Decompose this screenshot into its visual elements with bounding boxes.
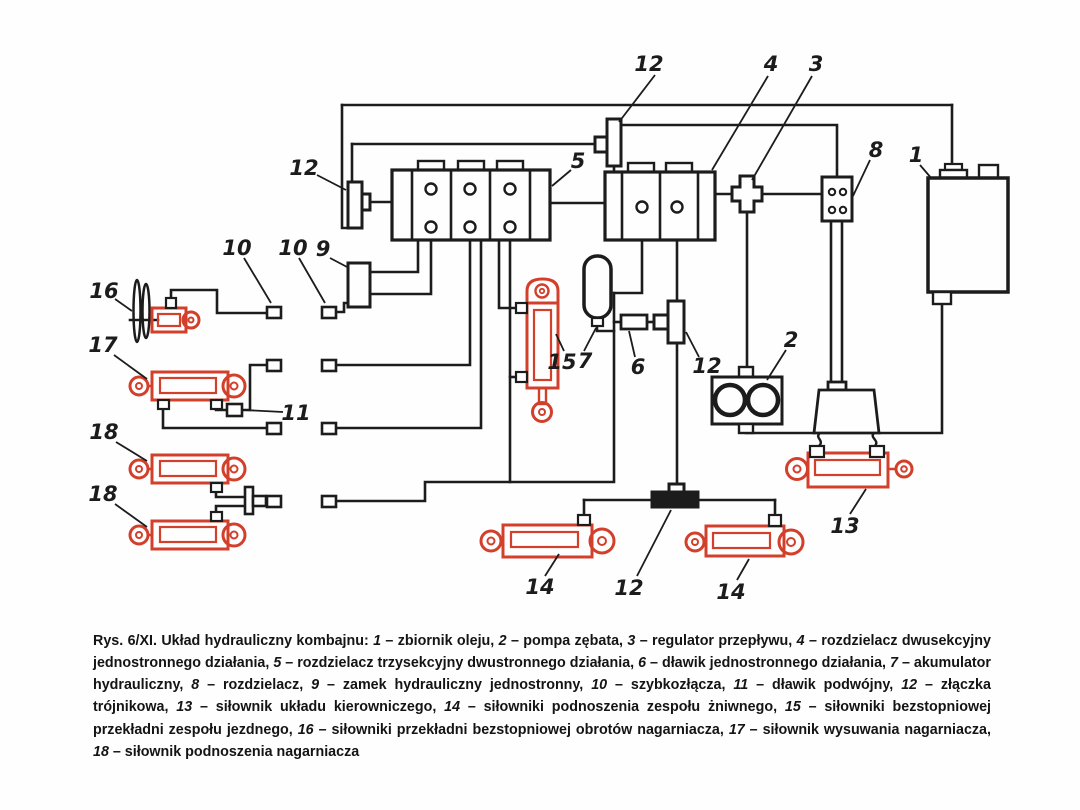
caption-item-number: 15 bbox=[784, 699, 801, 716]
cylinder-14-header-left bbox=[479, 523, 616, 559]
callout-leaders bbox=[113, 74, 933, 581]
caption-item-number: 3 bbox=[627, 633, 636, 649]
throttle-single bbox=[619, 313, 649, 331]
callout-3: 3 bbox=[809, 52, 824, 76]
cylinder-13-port-right bbox=[868, 444, 886, 459]
caption-item-number: 18 bbox=[93, 743, 109, 760]
callout-17: 17 bbox=[88, 333, 118, 357]
caption-item-number: 13 bbox=[176, 699, 193, 716]
cylinder-15-port-top bbox=[514, 301, 529, 315]
throttle-double bbox=[225, 402, 244, 418]
hydraulic-accumulator bbox=[582, 254, 613, 328]
cylinder-17-port-left bbox=[156, 398, 171, 411]
callout-12-bottom: 12 bbox=[614, 576, 643, 600]
quick-couplers bbox=[265, 305, 338, 509]
cylinder-16-port bbox=[164, 296, 178, 310]
caption-item-number: 5 bbox=[273, 655, 282, 672]
figure-caption: Rys. 6/XI. Układ hydrauliczny kombajnu: … bbox=[93, 630, 991, 763]
caption-item-number: 2 bbox=[498, 633, 507, 649]
reel-drive-pulley bbox=[132, 278, 151, 344]
caption-item-number: 10 bbox=[591, 677, 608, 694]
callout-1: 1 bbox=[909, 143, 924, 167]
cylinder-15-port-bottom bbox=[514, 370, 529, 384]
caption-item-number: 7 bbox=[890, 655, 898, 672]
steering-valve-block bbox=[812, 380, 881, 435]
callout-11: 11 bbox=[281, 401, 310, 425]
tee-fitting-bottom bbox=[650, 482, 700, 509]
caption-item-number: 4 bbox=[796, 633, 805, 649]
tee-fitting-mid bbox=[652, 299, 686, 345]
callout-14-right: 14 bbox=[716, 580, 745, 604]
cylinder-14-header-right bbox=[684, 524, 805, 558]
cylinder-18-reel-lift-b bbox=[128, 519, 247, 551]
callout-12-left: 12 bbox=[289, 156, 318, 180]
cylinder-18a-port bbox=[209, 481, 224, 494]
cylinder-18-reel-lift-a bbox=[128, 453, 247, 485]
callout-15: 15 bbox=[547, 350, 576, 374]
callout-9: 9 bbox=[316, 237, 331, 261]
callout-12-top: 12 bbox=[634, 52, 663, 76]
cylinder-16-reel-drive bbox=[150, 306, 201, 334]
callout-18-b: 18 bbox=[88, 482, 117, 506]
caption-prefix: Rys. 6/XI. bbox=[93, 633, 157, 649]
tee-fitting-left bbox=[346, 180, 372, 230]
distributor-box bbox=[820, 175, 854, 223]
caption-item-number: 8 bbox=[191, 677, 200, 694]
caption-item-number: 12 bbox=[901, 677, 918, 694]
gear-pump bbox=[710, 365, 784, 435]
distributor-two-section bbox=[603, 161, 717, 242]
callout-2: 2 bbox=[784, 328, 799, 352]
callout-numbers: 12 4 3 8 1 12 5 10 10 9 16 17 11 18 18 1… bbox=[88, 52, 923, 604]
callout-12-mid: 12 bbox=[692, 354, 721, 378]
callout-4: 4 bbox=[763, 52, 779, 76]
callout-5: 5 bbox=[571, 149, 586, 173]
cylinder-15-drive-transmission bbox=[525, 277, 560, 423]
caption-title: Układ hydrauliczny kombajnu: bbox=[161, 633, 369, 649]
callout-6: 6 bbox=[631, 355, 646, 379]
callout-10-a: 10 bbox=[222, 236, 251, 260]
caption-item-number: 16 bbox=[297, 721, 314, 738]
callout-8: 8 bbox=[869, 138, 884, 162]
cylinder-18b-port bbox=[209, 510, 224, 523]
cylinder-14-left-port bbox=[576, 513, 592, 527]
callout-14-left: 14 bbox=[525, 575, 554, 599]
cylinder-13-steering bbox=[785, 451, 914, 489]
caption-item-number: 1 bbox=[373, 633, 382, 649]
caption-legend-items: 1 – zbiornik oleju, 2 – pompa zębata, 3 … bbox=[93, 633, 992, 760]
caption-item-number: 11 bbox=[733, 677, 749, 694]
oil-tank bbox=[926, 162, 1010, 306]
caption-item-number: 17 bbox=[728, 721, 745, 738]
callout-18-a: 18 bbox=[89, 420, 118, 444]
callout-10-b: 10 bbox=[278, 236, 307, 260]
cylinder-14-right-port bbox=[767, 513, 783, 528]
caption-item-number: 6 bbox=[638, 655, 647, 672]
cylinder-17-port-right bbox=[209, 398, 224, 411]
caption-item-number: 9 bbox=[311, 677, 320, 694]
tee-fitting-18 bbox=[243, 485, 268, 516]
callout-13: 13 bbox=[830, 514, 859, 538]
caption-item-number: 14 bbox=[444, 699, 461, 716]
distributor-three-section bbox=[390, 159, 552, 242]
cylinder-13-port-left bbox=[808, 444, 826, 459]
hydraulic-lock bbox=[346, 261, 372, 309]
flow-regulator bbox=[730, 174, 764, 214]
callout-7: 7 bbox=[578, 349, 593, 373]
callout-16: 16 bbox=[89, 279, 118, 303]
cylinder-17-reel-extend bbox=[128, 370, 247, 402]
hydraulic-system-diagram: 12 4 3 8 1 12 5 10 10 9 16 17 11 18 18 1… bbox=[88, 52, 1010, 604]
tee-fitting-top bbox=[593, 117, 623, 168]
